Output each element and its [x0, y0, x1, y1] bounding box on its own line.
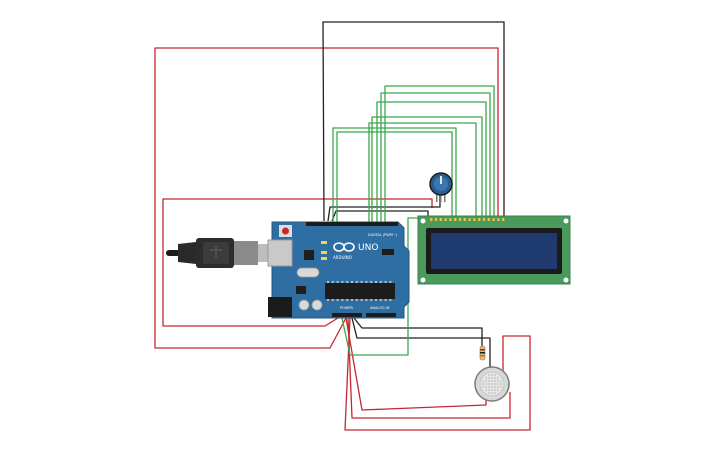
- wire-green-3[interactable]: [380, 92, 491, 223]
- capacitor: [298, 299, 310, 311]
- wire-red-sensor-c[interactable]: [344, 317, 531, 431]
- wire-red-top-loop[interactable]: [154, 47, 499, 349]
- lcd-pin[interactable]: [482, 218, 486, 221]
- lcd-pin[interactable]: [463, 218, 466, 221]
- digital-label: DIGITAL (PWM~): [368, 233, 398, 237]
- potentiometer[interactable]: [429, 172, 453, 202]
- wire-black-top[interactable]: [322, 21, 505, 222]
- power-jack: [268, 297, 292, 317]
- led-l: [321, 241, 327, 244]
- wire-red-mid-loop[interactable]: [162, 198, 433, 327]
- led-rx: [321, 257, 327, 260]
- lcd-pin[interactable]: [492, 218, 495, 221]
- arduino-uno-board[interactable]: UNO ARDUINO DIGITAL (PWM~) POWER ANALOG …: [267, 221, 410, 319]
- lcd-16x2-display[interactable]: [417, 215, 571, 285]
- lcd-pin[interactable]: [439, 218, 442, 221]
- wire-red-sensor-b[interactable]: [347, 317, 511, 419]
- lcd-pin[interactable]: [434, 218, 438, 221]
- wire-black-lcd[interactable]: [331, 210, 429, 222]
- pot-knob-indicator: [440, 176, 442, 184]
- mount-hole: [563, 218, 569, 224]
- capacitor: [311, 299, 323, 311]
- lcd-pin[interactable]: [487, 218, 490, 221]
- infinity-icon: [333, 242, 355, 252]
- power-label: POWER: [340, 306, 354, 310]
- wire-red-sensor-a[interactable]: [345, 317, 487, 411]
- mount-hole: [563, 277, 569, 283]
- reset-button[interactable]: [282, 227, 289, 235]
- lcd-pin[interactable]: [468, 218, 471, 221]
- wire-green-6[interactable]: [332, 127, 457, 223]
- round-sensor[interactable]: [474, 366, 510, 402]
- mount-hole: [420, 218, 426, 224]
- board-model: UNO: [358, 243, 378, 253]
- lcd-pin[interactable]: [430, 218, 433, 221]
- crystal: [296, 267, 320, 278]
- lcd-pin[interactable]: [449, 218, 452, 221]
- lcd-pin[interactable]: [497, 218, 500, 221]
- wire-black-sensor-b[interactable]: [353, 317, 483, 350]
- analog-header: [366, 313, 396, 317]
- board-brand: ARDUINO: [333, 255, 352, 260]
- wire-green-7[interactable]: [336, 131, 453, 223]
- usb-cable[interactable]: [166, 238, 274, 268]
- lcd-pin[interactable]: [478, 218, 481, 221]
- lcd-screen: [431, 233, 557, 269]
- mount-hole: [420, 277, 426, 283]
- analog-label: ANALOG IN: [370, 306, 390, 310]
- digital-header: [306, 222, 398, 226]
- lcd-pin[interactable]: [473, 218, 476, 221]
- usb-plug-icon: [210, 246, 222, 258]
- wire-green-1[interactable]: [371, 116, 483, 223]
- atmega-chip: [325, 283, 395, 299]
- resistor[interactable]: [479, 345, 486, 361]
- lcd-pin[interactable]: [458, 218, 462, 221]
- lcd-pin[interactable]: [502, 218, 505, 221]
- wire-green-2[interactable]: [376, 101, 487, 223]
- wire-green-5[interactable]: [368, 122, 477, 223]
- usb-chip: [304, 250, 314, 260]
- lcd-pin[interactable]: [444, 218, 447, 221]
- power-header: [332, 313, 362, 317]
- wire-green-4[interactable]: [384, 85, 495, 223]
- led-tx: [321, 251, 327, 254]
- lcd-pin[interactable]: [454, 218, 457, 221]
- wire-black-sensor[interactable]: [351, 317, 491, 372]
- usb-socket: [267, 239, 293, 267]
